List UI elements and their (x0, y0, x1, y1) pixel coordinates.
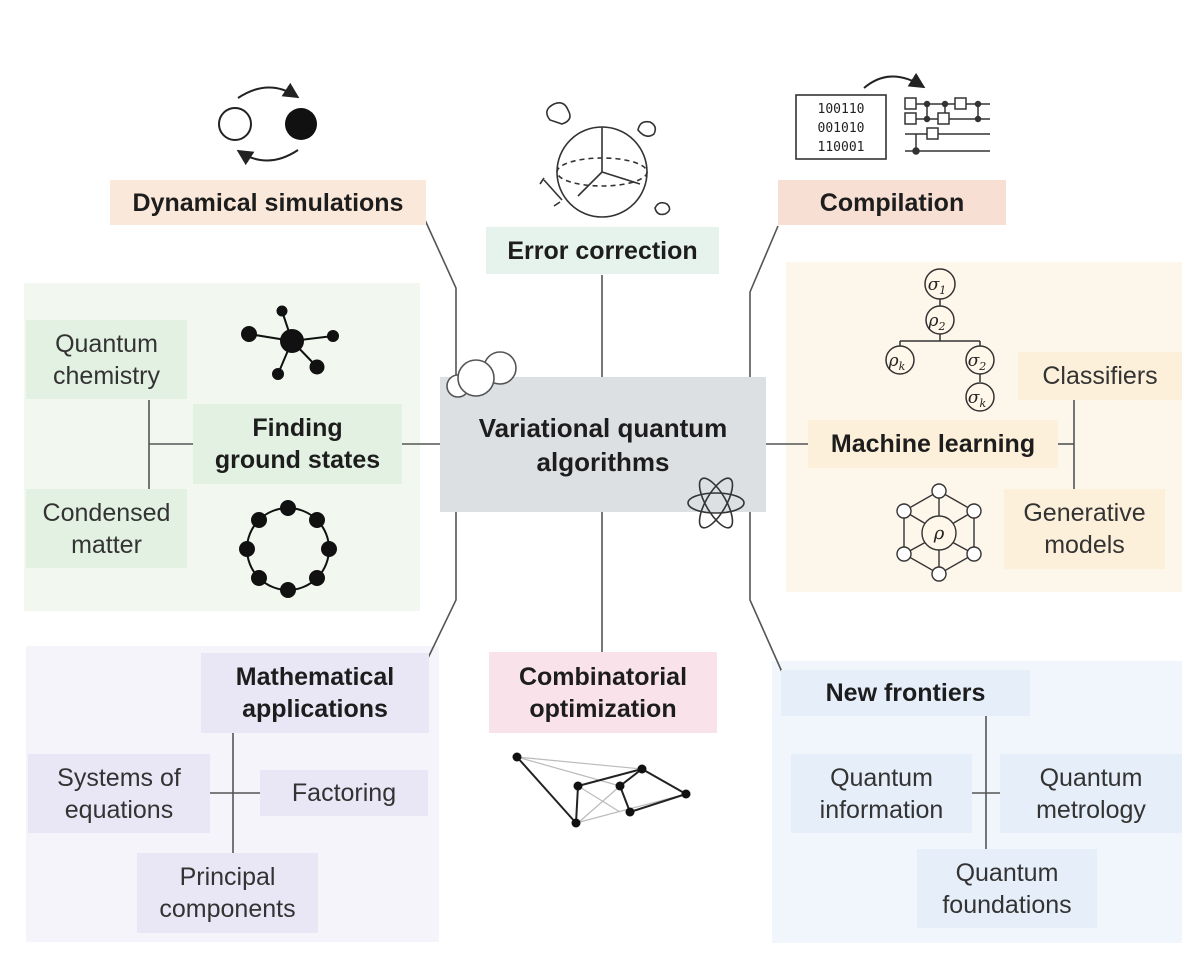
systems-line2: equations (64, 795, 174, 824)
condensed-matter-line1: Condensed (42, 498, 171, 527)
systems-line1: Systems of (57, 763, 181, 792)
condensed-matter-box[interactable]: Condensed matter (26, 489, 187, 568)
quantum-metrology-line1: Quantum (1039, 763, 1143, 792)
principal-line1: Principal (179, 863, 276, 891)
quantum-information-line1: Quantum (830, 763, 933, 792)
machine-learning-box[interactable]: Machine learning (808, 420, 1058, 468)
machine-learning-label: Machine learning (830, 430, 1036, 458)
compilation-box[interactable]: Compilation (778, 180, 1006, 225)
math-label-line2: applications (242, 695, 388, 723)
ground-states-line2: ground states (214, 446, 381, 474)
combinatorial-optimization-box[interactable]: Combinatorial optimization (489, 652, 717, 733)
new-frontiers-box[interactable]: New frontiers (781, 670, 1030, 716)
compilation-label: Compilation (819, 188, 965, 217)
error-correction-label: Error correction (507, 236, 698, 265)
quantum-metrology-box[interactable]: Quantum metrology (1000, 754, 1182, 833)
classifiers-box[interactable]: Classifiers (1018, 352, 1182, 400)
classifiers-label: Classifiers (1042, 362, 1158, 390)
generative-models-line2: models (1044, 531, 1125, 559)
comb-label-line2: optimization (529, 694, 677, 723)
error-correction-box[interactable]: Error correction (486, 227, 719, 274)
new-frontiers-label: New frontiers (825, 679, 986, 707)
generative-models-box[interactable]: Generative models (1004, 489, 1165, 569)
principal-components-box[interactable]: Principal components (137, 853, 318, 933)
systems-of-equations-box[interactable]: Systems of equations (28, 754, 210, 833)
center-label-line2: algorithms (536, 446, 670, 477)
quantum-information-box[interactable]: Quantum information (791, 754, 972, 833)
dynamical-simulations-label: Dynamical simulations (132, 188, 404, 217)
finding-ground-states-box[interactable]: Finding ground states (193, 404, 402, 484)
quantum-chemistry-box[interactable]: Quantum chemistry (26, 320, 187, 399)
quantum-foundations-line1: Quantum (955, 858, 1059, 887)
factoring-box[interactable]: Factoring (260, 770, 428, 816)
center-label-line1: Variational quantum (478, 412, 728, 443)
quantum-chemistry-line1: Quantum (55, 329, 158, 358)
principal-line2: components (159, 895, 296, 923)
condensed-matter-line2: matter (71, 530, 142, 559)
comb-label-line1: Combinatorial (518, 662, 688, 691)
dynamical-simulations-box[interactable]: Dynamical simulations (110, 180, 426, 225)
quantum-foundations-line2: foundations (942, 890, 1072, 919)
factoring-label: Factoring (291, 779, 397, 807)
generative-models-line1: Generative (1023, 499, 1146, 527)
quantum-chemistry-line2: chemistry (53, 361, 160, 390)
ground-states-line1: Finding (252, 414, 343, 442)
quantum-information-line2: information (819, 795, 944, 824)
center-box[interactable]: Variational quantum algorithms (440, 377, 766, 512)
mathematical-applications-box[interactable]: Mathematical applications (201, 653, 429, 733)
math-label-line1: Mathematical (235, 663, 395, 691)
quantum-foundations-box[interactable]: Quantum foundations (917, 849, 1097, 928)
quantum-metrology-line2: metrology (1036, 795, 1146, 824)
